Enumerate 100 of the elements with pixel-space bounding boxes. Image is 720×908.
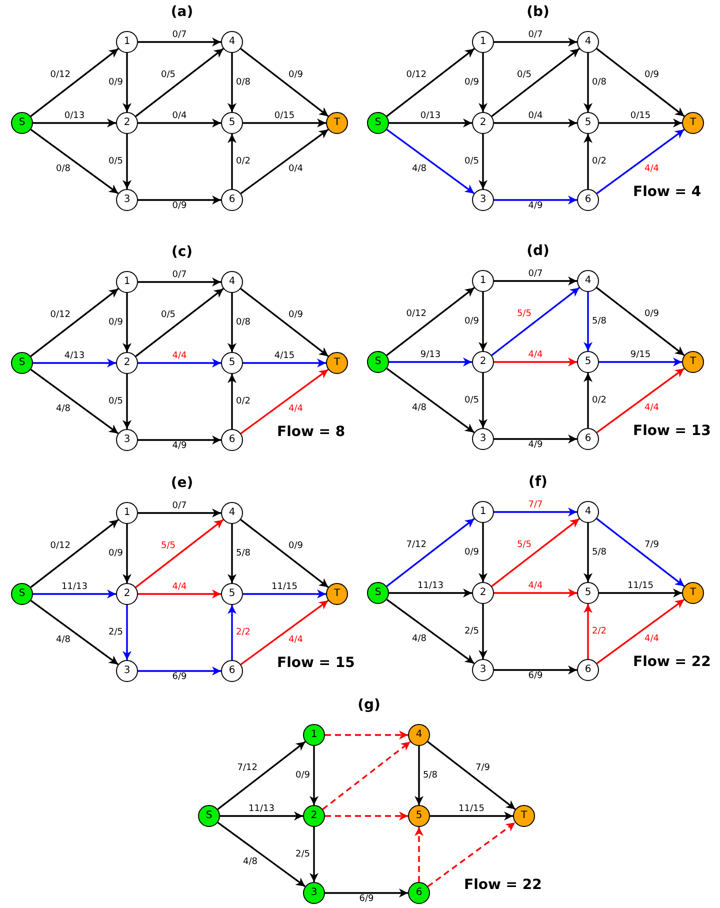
node-label: S	[18, 358, 26, 368]
edge-label: 0/5	[464, 396, 480, 405]
edge-label: 5/8	[591, 317, 608, 326]
edge-label: 0/8	[235, 318, 252, 327]
node-label: 3	[480, 665, 486, 675]
arrow	[135, 48, 224, 117]
node-label: 2	[480, 357, 486, 367]
arrow	[240, 368, 329, 434]
flow-value: Flow = 22	[633, 655, 711, 669]
node-label: T	[690, 588, 696, 598]
arrow	[138, 196, 221, 204]
node-label: T	[334, 358, 340, 368]
edge-label: 4/4	[527, 582, 544, 591]
arrow	[427, 741, 516, 810]
edge-label: 0/9	[171, 202, 188, 211]
edge-label: 0/15	[629, 112, 652, 121]
arrow	[243, 590, 326, 598]
node-label: 5	[584, 357, 592, 367]
node-label: 1	[480, 37, 486, 47]
edge-label: 5/8	[235, 549, 252, 558]
dashed-arrow	[322, 741, 411, 810]
edge-label: 0/12	[49, 542, 72, 550]
node-label: 6	[584, 195, 592, 205]
edge-label: 4/8	[55, 636, 72, 644]
arrow	[494, 666, 577, 674]
arrow	[491, 48, 580, 117]
edge-label: 2/2	[235, 628, 252, 637]
panel-title: (d)	[526, 244, 550, 258]
edge-label: 0/9	[294, 771, 311, 780]
arrow	[228, 374, 236, 429]
node-label: 1	[310, 730, 318, 740]
arrow	[494, 276, 577, 286]
node-label: S	[18, 589, 26, 599]
arrow	[478, 53, 488, 112]
arrow	[596, 598, 685, 664]
flow-value: Flow = 8	[277, 425, 346, 439]
edge-label: 0/12	[49, 310, 72, 320]
edge-label: 7/12	[405, 540, 428, 550]
edge-label: 0/9	[108, 318, 124, 327]
arrow	[599, 588, 682, 598]
edge-label: 11/15	[626, 582, 654, 591]
dashed-arrow	[427, 822, 516, 888]
edge-label: 5/5	[516, 540, 532, 550]
node-label: 2	[124, 589, 130, 599]
node-label: T	[520, 811, 528, 821]
node-label: 3	[480, 434, 486, 444]
edge-label: 4/8	[411, 634, 428, 644]
edge-label: 11/13	[248, 805, 276, 814]
arrow	[584, 604, 592, 659]
arrow	[135, 519, 224, 588]
node-label: 1	[124, 277, 130, 287]
edge-label: 4/4	[527, 351, 544, 360]
edge-label: 2/5	[108, 628, 124, 637]
arrow	[386, 128, 475, 194]
edge-label: 0/7	[171, 271, 188, 280]
node-label: 5	[584, 118, 592, 128]
arrow	[243, 118, 326, 128]
arrow	[386, 287, 475, 356]
edge-label: 0/2	[235, 157, 252, 166]
arrow	[494, 38, 577, 46]
edge-label: 0/5	[108, 157, 124, 166]
arrow	[30, 519, 119, 588]
edge-label: 11/13	[60, 583, 88, 592]
edge-label: 4/8	[55, 404, 72, 414]
arrow	[138, 666, 221, 676]
edge-label: 0/7	[527, 270, 544, 279]
edge-label: 4/13	[63, 352, 86, 361]
arrow	[494, 196, 577, 204]
edge-label: 0/8	[591, 78, 608, 87]
arrow	[228, 605, 236, 660]
node-label: 3	[480, 195, 486, 205]
arrow	[243, 358, 326, 368]
edge-label: 4/8	[242, 858, 258, 866]
arrow	[138, 278, 221, 286]
edge-label: 11/15	[458, 805, 486, 814]
node-label: 6	[228, 195, 236, 205]
edge-label: 5/5	[516, 310, 532, 318]
arrow	[228, 53, 236, 112]
edge-label: 0/13	[419, 112, 442, 121]
arrow	[478, 373, 488, 428]
arrow	[325, 888, 408, 898]
edge-label: 2/5	[294, 850, 311, 859]
edge-label: 0/9	[288, 542, 304, 550]
arrow	[122, 134, 132, 189]
arrow	[240, 288, 329, 357]
node-label: S	[374, 118, 382, 128]
node-label: 4	[228, 37, 236, 47]
arrow	[494, 588, 577, 598]
node-label: S	[18, 118, 26, 128]
edge-label: 7/7	[527, 501, 544, 510]
edge-label: 6/9	[171, 673, 188, 682]
arrow	[386, 518, 475, 587]
arrow	[33, 118, 116, 128]
edge-label: 9/13	[419, 351, 442, 360]
node-label: 5	[228, 118, 236, 128]
node-label: 3	[124, 666, 130, 676]
dashed-arrow	[325, 812, 408, 820]
arrow	[584, 53, 592, 112]
arrow	[138, 38, 221, 46]
arrow	[228, 293, 236, 352]
